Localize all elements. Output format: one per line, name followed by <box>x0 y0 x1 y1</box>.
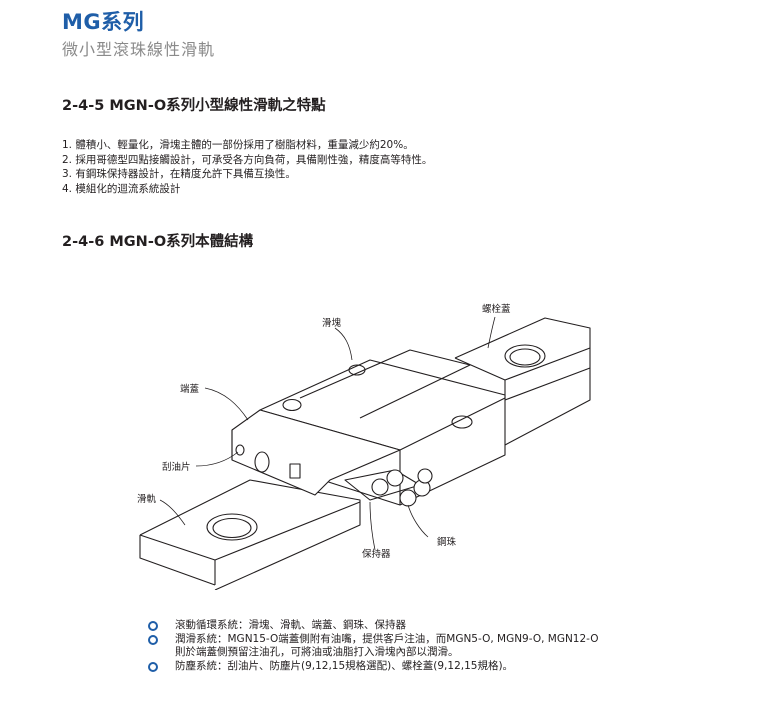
system-text: 滾動循環系統：滑塊、滑軌、端蓋、鋼珠、保持器 <box>175 619 406 631</box>
section-heading-structure: 2-4-6 MGN-O系列本體結構 <box>62 234 254 250</box>
section-heading-features: 2-4-5 MGN-O系列小型線性滑軌之特點 <box>62 98 326 114</box>
feature-list: 1. 體積小、輕量化，滑塊主體的一部份採用了樹脂材料，重量減少約20%。 2. … <box>62 138 432 196</box>
system-item: 潤滑系統：MGN15-O端蓋側附有油嘴，提供客戶注油，而MGN5-O, MGN9… <box>148 633 708 660</box>
series-subtitle: 微小型滾珠線性滑軌 <box>62 40 216 59</box>
ring-bullet-icon <box>148 661 158 672</box>
system-text: 防塵系統：刮油片、防塵片(9,12,15規格選配)、螺栓蓋(9,12,15規格)… <box>175 659 514 672</box>
label-rail: 滑軌 <box>137 493 157 505</box>
label-screw-cap: 螺栓蓋 <box>482 303 511 315</box>
system-item: 滾動循環系統：滑塊、滑軌、端蓋、鋼珠、保持器 <box>148 619 708 633</box>
feature-item: 1. 體積小、輕量化，滑塊主體的一部份採用了樹脂材料，重量減少約20%。 <box>62 139 414 151</box>
structure-diagram: 滑塊 螺栓蓋 端蓋 刮油片 滑軌 鋼珠 保持器 <box>137 303 591 590</box>
label-end-cap: 端蓋 <box>180 383 200 395</box>
system-list: 滾動循環系統：滑塊、滑軌、端蓋、鋼珠、保持器 潤滑系統：MGN15-O端蓋側附有… <box>148 619 708 673</box>
system-text: 潤滑系統：MGN15-O端蓋側附有油嘴，提供客戶注油，而MGN5-O, MGN9… <box>175 632 599 645</box>
label-ball: 鋼珠 <box>437 536 457 548</box>
label-retainer: 保持器 <box>362 548 391 560</box>
feature-item: 3. 有鋼珠保持器設計，在精度允許下具備互換性。 <box>62 168 296 180</box>
series-title: MG系列 <box>62 10 145 34</box>
ring-bullet-icon <box>148 634 158 645</box>
system-text-continued: 則於端蓋側預留注油孔，可將油或油脂打入滑塊內部以潤滑。 <box>175 646 459 658</box>
label-block: 滑塊 <box>322 317 342 329</box>
feature-item: 4. 模組化的迴流系統設計 <box>62 182 181 195</box>
system-item: 防塵系統：刮油片、防塵片(9,12,15規格選配)、螺栓蓋(9,12,15規格)… <box>148 660 708 674</box>
label-scraper: 刮油片 <box>162 461 191 473</box>
feature-item: 2. 採用哥德型四點接觸設計，可承受各方向負荷，具備剛性強，精度高等特性。 <box>62 153 433 166</box>
ring-bullet-icon <box>148 621 158 631</box>
